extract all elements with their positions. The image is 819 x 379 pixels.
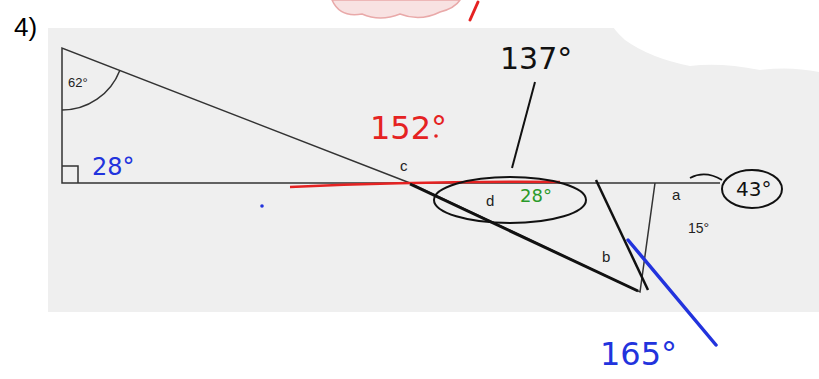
loop-mark <box>434 177 586 223</box>
red-line <box>290 182 560 187</box>
blue-dot <box>260 204 264 208</box>
blue-line <box>628 240 716 345</box>
angle-note: 28° <box>92 155 135 179</box>
angle-letter: a <box>672 187 680 202</box>
white-patch <box>600 0 819 72</box>
angle-note: 43° <box>736 179 771 199</box>
angle-note: 28° <box>520 187 552 205</box>
black-overline <box>410 184 638 291</box>
scan-ground <box>48 28 819 312</box>
leader-line <box>512 82 535 168</box>
angle-letter: d <box>486 193 494 208</box>
arc-mark <box>690 174 722 180</box>
printed-lines <box>62 48 720 292</box>
small-triangle <box>410 183 655 292</box>
vertex-label: c <box>400 158 408 173</box>
angle-arc <box>62 70 120 110</box>
angle-label: 62° <box>68 76 88 89</box>
angle-note: 152° <box>370 112 447 144</box>
right-triangle <box>62 48 410 183</box>
black-stroke <box>596 180 648 290</box>
angle-letter: b <box>602 249 610 264</box>
red-mark <box>470 2 478 20</box>
pink-smudge <box>332 0 460 18</box>
angle-note: 165° <box>600 338 677 370</box>
problem-number: 4) <box>14 14 37 40</box>
circle-mark <box>722 170 782 208</box>
angle-label: 15° <box>688 221 709 235</box>
angle-note: 137° <box>500 44 572 74</box>
right-angle-mark <box>62 166 78 183</box>
